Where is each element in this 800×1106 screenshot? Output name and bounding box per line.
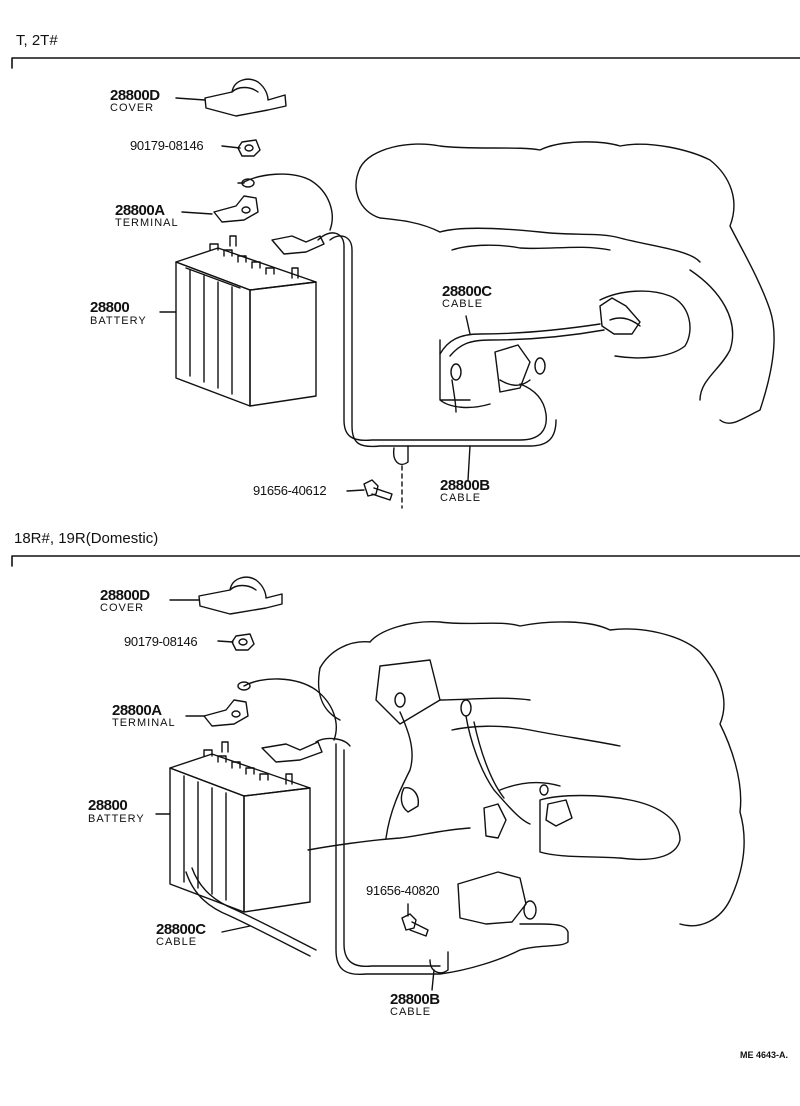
terminal-part-number: 28800A [112, 702, 162, 719]
section-1-cover-drawing [205, 79, 286, 116]
section-2-cable-c [186, 872, 310, 956]
cable-c-description: CABLE [156, 936, 198, 948]
section-2-bolt-drawing [402, 914, 428, 936]
section-2-nut-drawing [232, 634, 254, 650]
section-1-engine-outline [356, 142, 774, 423]
leader-bolt-1 [347, 490, 364, 491]
nut-part-number: 90179-08146 [130, 138, 204, 153]
bolt-part-number: 91656-40612 [253, 483, 327, 498]
battery-part-number: 28800 [88, 797, 128, 814]
battery-description: BATTERY [90, 315, 147, 327]
section-1-battery-drawing [176, 236, 316, 406]
leader-nut-1 [222, 146, 240, 148]
terminal-description: TERMINAL [112, 717, 176, 729]
section-2-engine-outline [319, 622, 744, 926]
terminal-description: TERMINAL [115, 217, 179, 229]
section-2-cable-b [336, 744, 568, 974]
section-1-ground-cable [244, 174, 332, 230]
terminal-part-number: 28800A [115, 202, 165, 219]
cable-c-part-number: 28800C [442, 283, 492, 300]
section-2-battery-drawing [170, 742, 310, 912]
section-2-ground-cable [244, 679, 336, 740]
bolt-part-number: 91656-40820 [366, 883, 440, 898]
section-1-bolt-drawing [364, 480, 392, 500]
battery-part-number: 28800 [90, 299, 130, 316]
section-2-frame-line [12, 556, 800, 566]
drawing-reference-code: ME 4643-A. [740, 1050, 789, 1060]
battery-description: BATTERY [88, 813, 145, 825]
nut-part-number: 90179-08146 [124, 634, 198, 649]
leader-cover-1 [176, 98, 205, 100]
leader-cable-b-2 [432, 970, 434, 990]
leader-cable-b-1 [468, 446, 470, 480]
cover-description: COVER [100, 602, 145, 614]
cover-part-number: 28800D [100, 587, 150, 604]
cable-b-part-number: 28800B [440, 477, 490, 494]
section-1-frame-line [12, 58, 800, 68]
cable-b-description: CABLE [390, 1006, 432, 1018]
section-1-terminal-drawing [214, 196, 258, 222]
cover-part-number: 28800D [110, 87, 160, 104]
section-2-cover-drawing [199, 577, 282, 614]
section-2-title: 18R#, 19R(Domestic) [14, 530, 159, 547]
section-1-cable-c [440, 324, 600, 354]
cable-c-description: CABLE [442, 298, 484, 310]
section-2-terminal-drawing [204, 700, 248, 726]
cover-description: COVER [110, 102, 155, 114]
cable-b-description: CABLE [440, 492, 482, 504]
leader-terminal-1 [182, 212, 212, 214]
leader-cable-c-2 [222, 926, 250, 932]
section-1-cable-b [318, 233, 546, 440]
leader-nut-2 [218, 641, 233, 642]
cable-c-part-number: 28800C [156, 921, 206, 938]
cable-b-part-number: 28800B [390, 991, 440, 1008]
section-1-nut-drawing [238, 140, 260, 156]
section-1-title: T, 2T# [16, 32, 58, 49]
